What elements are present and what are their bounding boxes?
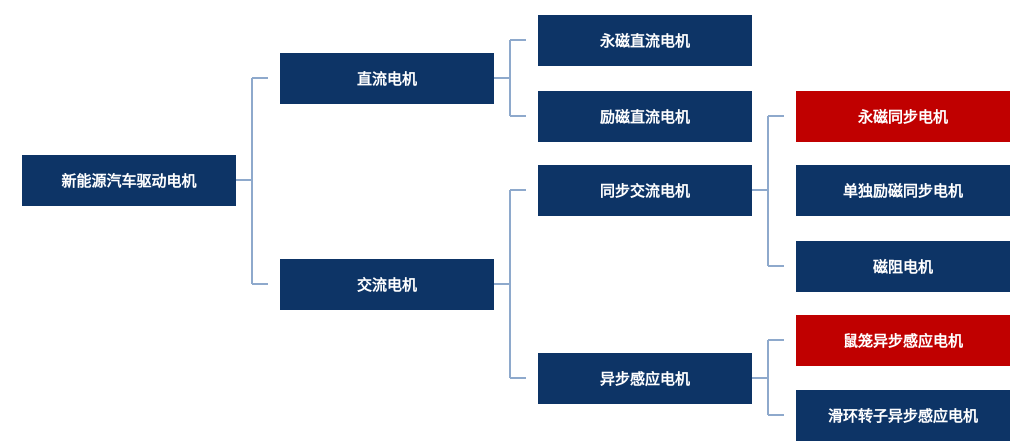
node-async-induction-motor: 异步感应电机 bbox=[538, 353, 752, 404]
node-reluctance-motor-label: 磁阻电机 bbox=[872, 258, 933, 276]
node-ac-motor: 交流电机 bbox=[280, 259, 494, 310]
node-pm-dc-motor-label: 永磁直流电机 bbox=[599, 32, 690, 50]
node-squirrel-cage-induction-motor-label: 鼠笼异步感应电机 bbox=[842, 332, 963, 350]
bracket-root bbox=[236, 77, 268, 285]
node-async-induction-motor-label: 异步感应电机 bbox=[599, 370, 690, 388]
node-excited-dc-motor-label: 励磁直流电机 bbox=[599, 108, 690, 126]
node-dc-motor-label: 直流电机 bbox=[356, 70, 417, 88]
bracket-sync bbox=[752, 115, 784, 267]
node-squirrel-cage-induction-motor: 鼠笼异步感应电机 bbox=[796, 315, 1010, 366]
node-separately-excited-sync-motor-label: 单独励磁同步电机 bbox=[842, 182, 963, 200]
node-ac-motor-label: 交流电机 bbox=[356, 276, 417, 294]
node-pm-sync-motor: 永磁同步电机 bbox=[796, 91, 1010, 142]
node-slip-ring-induction-motor-label: 滑环转子异步感应电机 bbox=[827, 407, 978, 425]
node-slip-ring-induction-motor: 滑环转子异步感应电机 bbox=[796, 390, 1010, 441]
node-sync-ac-motor-label: 同步交流电机 bbox=[599, 182, 690, 200]
node-reluctance-motor: 磁阻电机 bbox=[796, 241, 1010, 292]
root-node-label: 新能源汽车驱动电机 bbox=[61, 172, 197, 190]
node-pm-sync-motor-label: 永磁同步电机 bbox=[857, 108, 948, 126]
node-sync-ac-motor: 同步交流电机 bbox=[538, 165, 752, 216]
node-separately-excited-sync-motor: 单独励磁同步电机 bbox=[796, 165, 1010, 216]
node-dc-motor: 直流电机 bbox=[280, 53, 494, 104]
node-excited-dc-motor: 励磁直流电机 bbox=[538, 91, 752, 142]
root-node-ev-drive-motor: 新能源汽车驱动电机 bbox=[22, 155, 236, 206]
bracket-ac bbox=[494, 189, 526, 379]
node-pm-dc-motor: 永磁直流电机 bbox=[538, 15, 752, 66]
bracket-dc bbox=[494, 39, 526, 117]
bracket-async bbox=[752, 339, 784, 416]
